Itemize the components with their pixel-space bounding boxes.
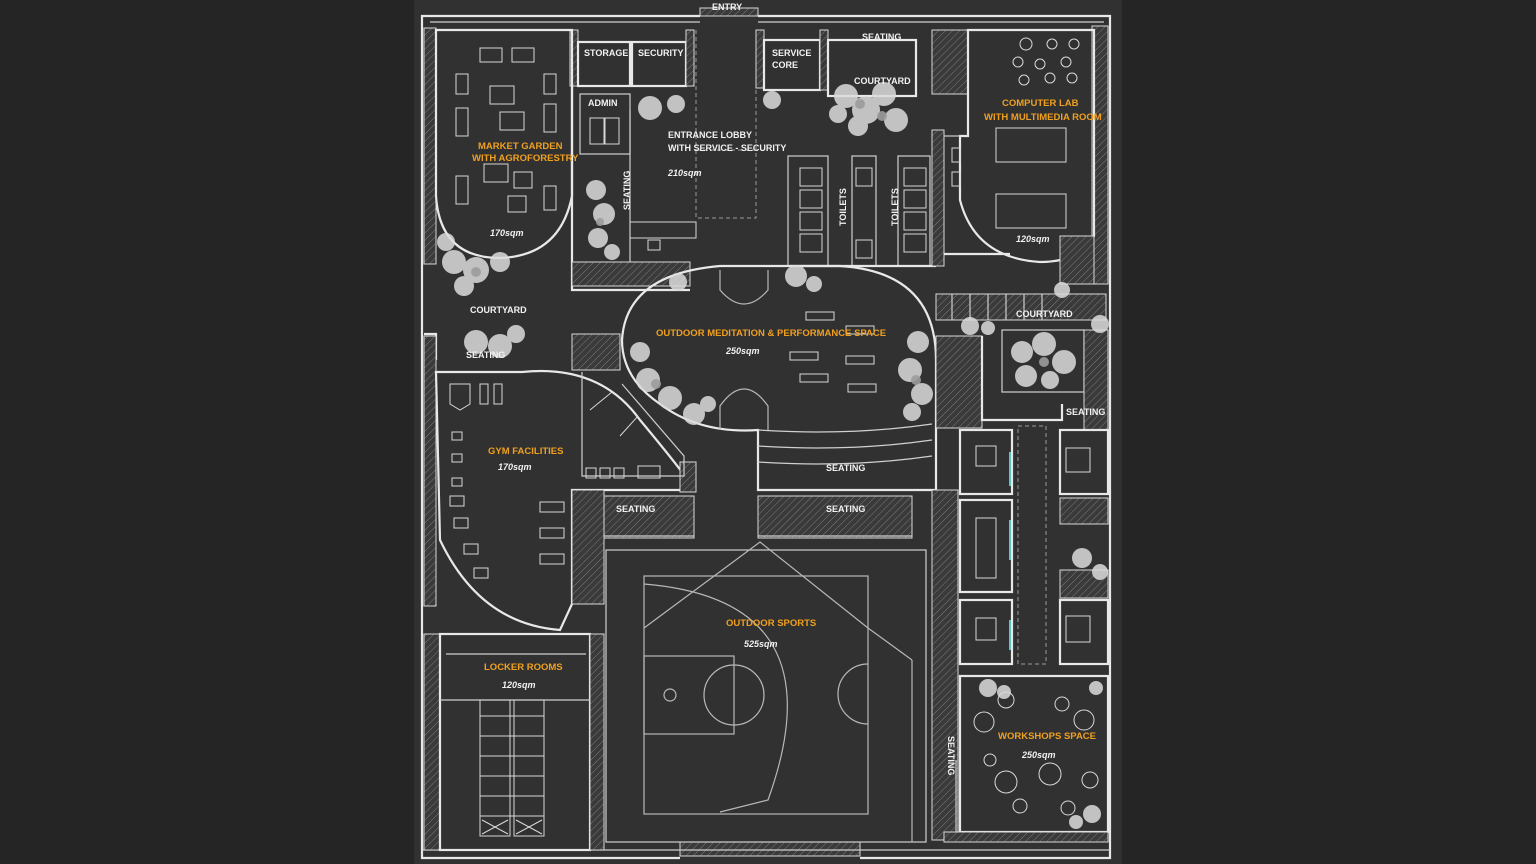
- plan-labels: ENTRY STORAGE SECURITY SERVICE CORE SEAT…: [466, 2, 1105, 775]
- security-label: SECURITY: [638, 48, 684, 58]
- gym-area: 170sqm: [498, 462, 532, 472]
- service-core-label-2: CORE: [772, 60, 798, 70]
- computer-lab-room: [944, 25, 1109, 285]
- meditation-space: [620, 264, 938, 492]
- sports-name: OUTDOOR SPORTS: [726, 618, 816, 629]
- seating-sports-side-label: SEATING: [946, 736, 956, 775]
- computer-lab-name-1: COMPUTER LAB: [1002, 98, 1079, 109]
- plan-sheet: [414, 0, 1122, 864]
- entry-label: ENTRY: [712, 2, 742, 12]
- sports-area: 525sqm: [744, 639, 778, 649]
- gym-name: GYM FACILITIES: [488, 446, 563, 457]
- seating-bottom-mid-label: SEATING: [826, 504, 865, 514]
- lobby-area: 210sqm: [667, 168, 702, 178]
- seating-bottom-left-label: SEATING: [616, 504, 655, 514]
- service-core-label-1: SERVICE: [772, 48, 811, 58]
- courtyard-left-label: COURTYARD: [470, 305, 527, 315]
- toilets-label-2: TOILETS: [890, 188, 900, 226]
- courtyard-right-label: COURTYARD: [1016, 309, 1073, 319]
- workshops-name: WORKSHOPS SPACE: [998, 731, 1096, 742]
- top-service-rooms: [569, 29, 969, 98]
- toilets-label-1: TOILETS: [838, 188, 848, 226]
- computer-lab-name-2: WITH MULTIMEDIA ROOM: [984, 112, 1102, 123]
- workshops-area: 250sqm: [1021, 750, 1056, 760]
- market-garden-name-1: MARKET GARDEN: [478, 141, 563, 152]
- lockers-area: 120sqm: [502, 680, 536, 690]
- seating-vertical-label: SEATING: [622, 171, 632, 210]
- market-garden-area: 170sqm: [490, 228, 524, 238]
- trees-vegetation: [437, 82, 1109, 829]
- seating-right-label: SEATING: [1066, 407, 1105, 417]
- seating-left-label: SEATING: [466, 350, 505, 360]
- seating-arc-label: SEATING: [826, 463, 865, 473]
- meditation-area: 250sqm: [725, 346, 760, 356]
- meditation-name: OUTDOOR MEDITATION & PERFORMANCE SPACE: [656, 328, 886, 339]
- right-wing: [935, 293, 1110, 843]
- lobby-block: [570, 30, 945, 292]
- lockers-name: LOCKER ROOMS: [484, 662, 563, 673]
- lobby-name-1: ENTRANCE LOBBY: [668, 130, 752, 140]
- market-garden-name-2: WITH AGROFORESTRY: [472, 153, 579, 164]
- computer-lab-area: 120sqm: [1016, 234, 1050, 244]
- admin-label: ADMIN: [588, 98, 618, 108]
- storage-label: STORAGE: [584, 48, 628, 58]
- gym-room: [423, 332, 697, 632]
- locker-rooms: [423, 632, 605, 852]
- courtyard-top-label: COURTYARD: [854, 76, 911, 86]
- lobby-name-2: WITH SERVICE - SECURITY: [668, 143, 786, 153]
- outdoor-sports: [603, 489, 959, 843]
- seating-top-label: SEATING: [862, 32, 901, 42]
